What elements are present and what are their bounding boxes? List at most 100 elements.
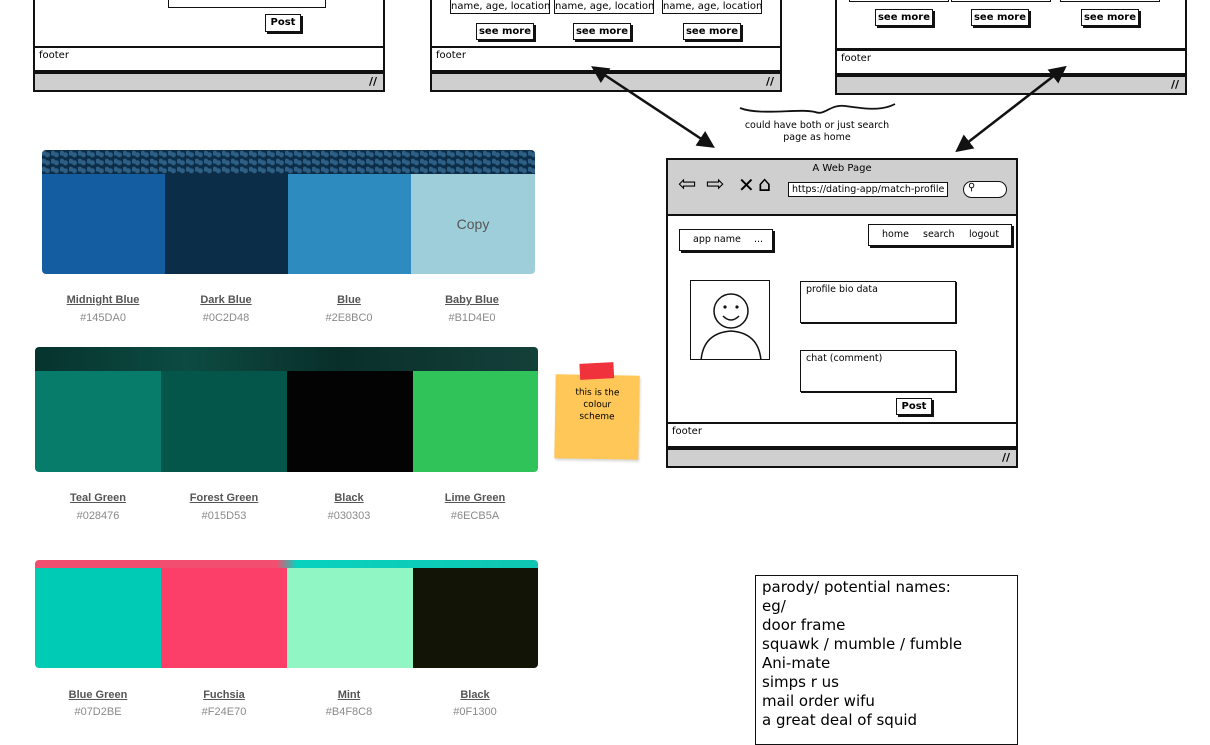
app-menu: ... xyxy=(754,234,764,245)
swatch-mint[interactable] xyxy=(287,568,413,668)
url-bar[interactable]: https://dating-app/match-profile xyxy=(788,182,948,197)
window-title: A Web Page xyxy=(812,163,872,174)
profile-bio-box: profile bio data xyxy=(800,281,956,323)
nav-home[interactable]: home xyxy=(882,229,909,240)
see-more-button[interactable]: see more xyxy=(683,23,741,40)
names-line: squawk / mumble / fumble xyxy=(762,635,963,653)
color-name: Black xyxy=(334,492,364,504)
sticky-note-tape xyxy=(579,362,615,380)
chat-box[interactable]: chat (comment) xyxy=(800,350,956,392)
see-more-button[interactable]: see more xyxy=(573,23,631,40)
sticky-note: this is the colour scheme xyxy=(554,362,640,460)
forward-arrow-icon[interactable]: ⇨ xyxy=(706,172,725,197)
see-more-button[interactable]: see more xyxy=(875,9,933,26)
color-hex: #07D2BE xyxy=(74,706,122,718)
search-field[interactable]: ⚲ xyxy=(963,181,1007,198)
color-name: Blue Green xyxy=(68,689,128,701)
color-name: Lime Green xyxy=(444,492,506,504)
swatch-blue[interactable] xyxy=(288,174,411,274)
home-icon[interactable]: ⌂ xyxy=(758,172,772,196)
wireframe-top-left: Post xyxy=(33,0,385,48)
card-top xyxy=(1060,0,1160,2)
swatch-dark-blue[interactable] xyxy=(165,174,288,274)
palette-banner xyxy=(35,347,538,371)
sticky-note-text: this is the colour scheme xyxy=(575,387,620,423)
names-line: mail order wifu xyxy=(762,692,875,710)
potential-names-box: parody/ potential names: eg/ door frame … xyxy=(755,575,1018,745)
swatch-forest-green[interactable] xyxy=(161,371,287,472)
names-line: parody/ potential names: xyxy=(762,578,951,596)
resize-grip-icon[interactable]: // xyxy=(1170,78,1179,91)
palette-banner xyxy=(35,560,538,568)
names-line: a great deal of squid xyxy=(762,711,918,729)
post-button[interactable]: Post xyxy=(896,398,932,415)
nav-search[interactable]: search xyxy=(923,229,955,240)
nav-box: home search logout xyxy=(868,224,1012,246)
see-more-button[interactable]: see more xyxy=(971,9,1029,26)
resize-grip-icon[interactable]: // xyxy=(1001,451,1010,464)
swatch-teal-green[interactable] xyxy=(35,371,161,472)
color-name: Forest Green xyxy=(189,492,259,504)
card-info: name, age, location xyxy=(554,0,654,14)
color-hex: #0F1300 xyxy=(453,706,497,718)
comment-box xyxy=(168,0,326,8)
profile-bio-label: profile bio data xyxy=(806,284,878,295)
color-hex: #6ECB5A xyxy=(450,510,500,522)
palette-2 xyxy=(35,347,538,472)
color-hex: #F24E70 xyxy=(201,706,247,718)
annotation-text: could have both or just search page as h… xyxy=(744,120,890,143)
person-icon xyxy=(700,293,762,359)
color-hex: #145DA0 xyxy=(80,312,126,324)
color-name: Teal Green xyxy=(69,492,127,504)
avatar xyxy=(690,280,770,360)
browser-content: app name ... home search logout profile … xyxy=(666,214,1018,424)
close-icon[interactable]: ✕ xyxy=(738,173,755,197)
names-line: Ani-mate xyxy=(762,654,831,672)
see-more-button[interactable]: see more xyxy=(1081,9,1139,26)
palette-1: Copy xyxy=(42,150,535,274)
search-icon: ⚲ xyxy=(968,182,976,193)
resize-grip-icon[interactable]: // xyxy=(368,75,377,88)
browser-window: A Web Page ⇦ ⇨ ✕ ⌂ https://dating-app/ma… xyxy=(666,158,1018,216)
names-line: door frame xyxy=(762,616,846,634)
app-name-box[interactable]: app name ... xyxy=(679,229,773,251)
color-hex: #030303 xyxy=(327,510,371,522)
color-hex: #028476 xyxy=(76,510,120,522)
swatch-lime-green[interactable] xyxy=(413,371,538,472)
swatch-blue-green[interactable] xyxy=(35,568,161,668)
swatch-black[interactable] xyxy=(287,371,413,472)
color-name: Midnight Blue xyxy=(66,294,140,306)
color-hex: #B1D4E0 xyxy=(448,312,496,324)
swatch-midnight-blue[interactable] xyxy=(42,174,165,274)
card-info: name, age, location xyxy=(662,0,762,14)
curly-brace xyxy=(739,103,896,114)
browser-footer: footer xyxy=(666,422,1018,448)
arrow-left xyxy=(591,66,715,148)
browser-statusbar: // xyxy=(666,448,1018,468)
see-more-button[interactable]: see more xyxy=(476,23,534,40)
color-hex: #B4F8C8 xyxy=(325,706,373,718)
color-name: Baby Blue xyxy=(445,294,499,306)
wireframe-top-middle: name, age, location name, age, location … xyxy=(430,0,782,48)
card-top xyxy=(849,0,949,2)
wireframe-top-right: see more see more see more xyxy=(835,0,1187,50)
post-button[interactable]: Post xyxy=(265,14,301,32)
color-name: Blue xyxy=(337,294,361,306)
color-name: Fuchsia xyxy=(203,689,245,701)
swatch-strip xyxy=(35,371,538,472)
nav-logout[interactable]: logout xyxy=(969,229,1000,240)
card-info: name, age, location xyxy=(450,0,550,14)
color-name: Mint xyxy=(337,689,361,701)
palette-3 xyxy=(35,560,538,668)
color-name: Dark Blue xyxy=(200,294,252,306)
copy-label[interactable]: Copy xyxy=(456,216,490,232)
swatch-baby-blue[interactable]: Copy xyxy=(411,174,535,274)
statusbar-top-left: // xyxy=(33,72,385,92)
color-hex: #0C2D48 xyxy=(202,312,250,324)
resize-grip-icon[interactable]: // xyxy=(765,75,774,88)
footer-top-left: footer xyxy=(33,46,385,72)
swatch-black[interactable] xyxy=(413,568,538,668)
swatch-fuchsia[interactable] xyxy=(161,568,287,668)
back-arrow-icon[interactable]: ⇦ xyxy=(678,172,697,197)
